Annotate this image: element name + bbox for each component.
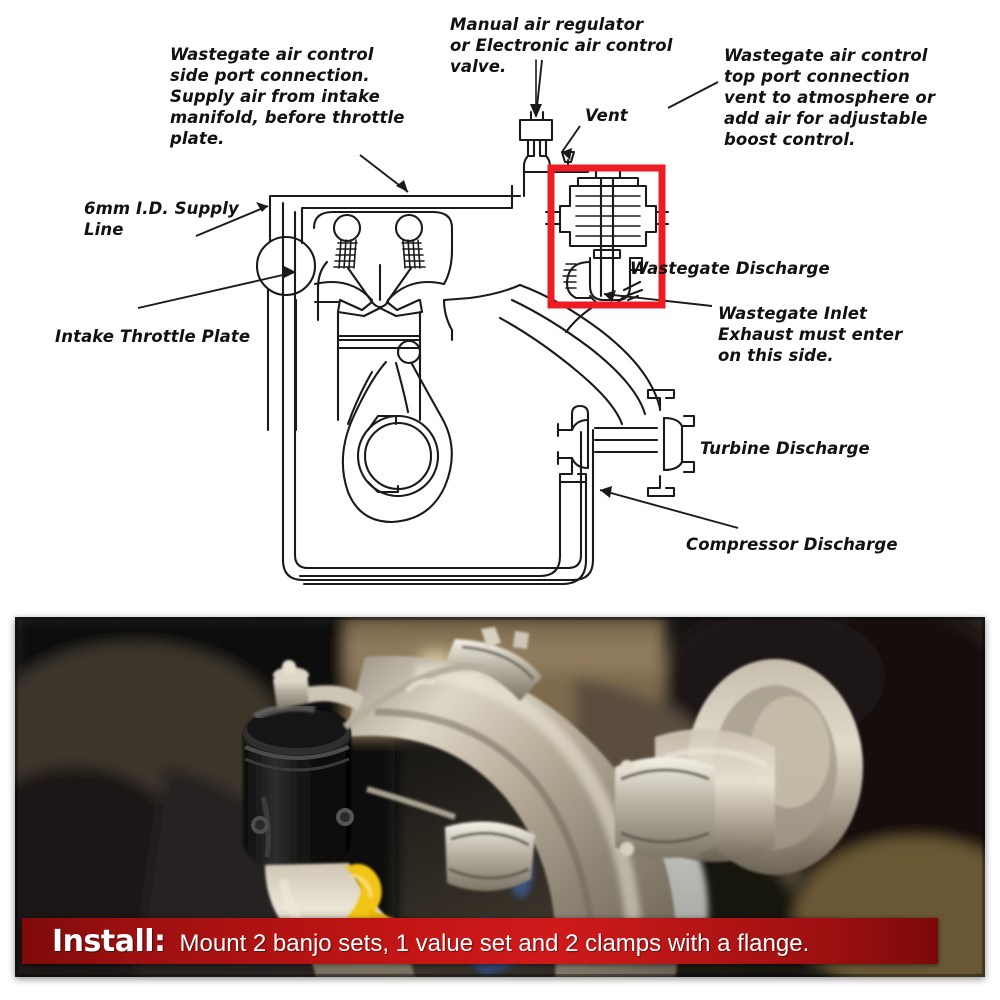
leader-arrowheads xyxy=(256,148,616,498)
label-manual-air-regulator: Manual air regulator or Electronic air c… xyxy=(450,15,673,77)
installed-wastegate-photo xyxy=(15,617,985,977)
install-caption-text: Mount 2 banjo sets, 1 value set and 2 cl… xyxy=(179,929,810,957)
leader-lines xyxy=(137,59,739,529)
wastegate-highlight-box xyxy=(547,164,666,309)
wastegate-plumbing-diagram: Wastegate air control side port connecti… xyxy=(55,15,936,586)
label-wastegate-air-control-side-port: Wastegate air control side port connecti… xyxy=(170,45,405,149)
diagram-linework xyxy=(137,59,739,586)
photo-content xyxy=(15,617,985,977)
label-intake-throttle-plate: Intake Throttle Plate xyxy=(55,327,251,346)
install-caption-banner: Install: Mount 2 banjo sets, 1 value set… xyxy=(22,918,938,964)
label-compressor-discharge: Compressor Discharge xyxy=(686,535,898,554)
label-wastegate-discharge: Wastegate Discharge xyxy=(630,259,830,278)
photo-render xyxy=(15,617,985,977)
label-wastegate-air-control-top-port: Wastegate air control top port connectio… xyxy=(724,46,936,150)
label-wastegate-inlet: Wastegate Inlet Exhaust must enter on th… xyxy=(718,304,903,366)
install-label: Install: xyxy=(52,923,166,959)
label-supply-line: 6mm I.D. Supply Line xyxy=(84,199,239,240)
label-turbine-discharge: Turbine Discharge xyxy=(700,439,870,458)
label-vent: Vent xyxy=(585,106,628,125)
